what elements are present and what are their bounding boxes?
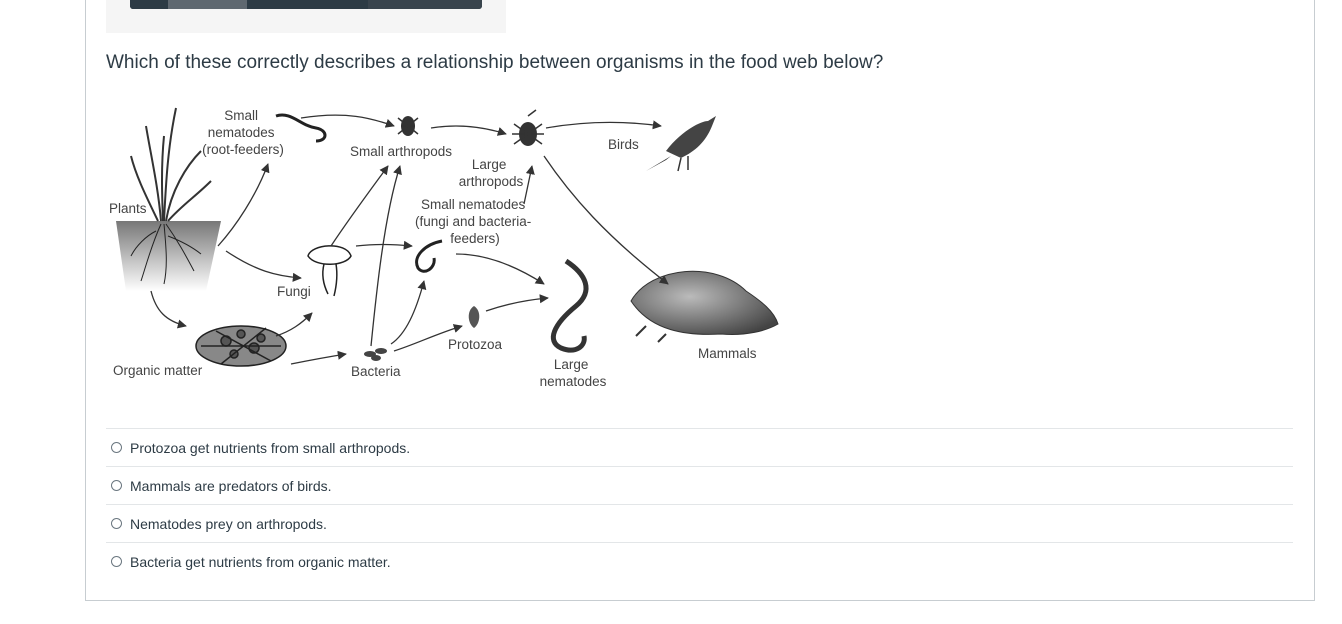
label-small-nematodes-root: Small nematodes (root-feeders) — [202, 108, 284, 157]
answer-option[interactable]: Protozoa get nutrients from small arthro… — [106, 428, 1293, 466]
label-birds: Birds — [608, 137, 639, 152]
answer-option[interactable]: Bacteria get nutrients from organic matt… — [106, 542, 1293, 580]
radio-button[interactable] — [111, 518, 122, 529]
protozoa-icon — [468, 306, 480, 328]
label-organic-matter: Organic matter — [113, 363, 203, 378]
plants-icon — [116, 107, 221, 291]
toolbar-segment[interactable] — [247, 0, 368, 9]
label-small-nematodes-fb: Small nematodes (fungi and bacteria- fee… — [415, 197, 535, 246]
label-fungi: Fungi — [277, 284, 311, 299]
food-web-diagram: Small nematodes (root-feeders) Small art… — [109, 107, 779, 389]
label-plants: Plants — [109, 201, 147, 216]
editor-toolbar — [130, 0, 482, 9]
answer-label: Protozoa get nutrients from small arthro… — [130, 439, 411, 456]
small-arthropod-icon — [397, 116, 419, 136]
question-text: Which of these correctly describes a rel… — [106, 52, 884, 73]
fungi-icon — [307, 245, 352, 297]
answer-option[interactable]: Nematodes prey on arthropods. — [106, 504, 1293, 542]
label-large-nematodes: Large nematodes — [540, 357, 607, 389]
radio-button[interactable] — [111, 442, 122, 453]
label-large-arthropods: Large arthropods — [459, 157, 524, 189]
bird-icon — [646, 116, 716, 172]
toolbar-segment[interactable] — [368, 0, 482, 9]
root-nematode-icon — [275, 113, 327, 143]
radio-button[interactable] — [111, 556, 122, 567]
label-bacteria: Bacteria — [351, 364, 401, 379]
large-nematode-icon — [550, 258, 589, 353]
label-small-arthropods: Small arthropods — [350, 144, 452, 159]
bacteria-icon — [364, 348, 387, 361]
answer-label: Bacteria get nutrients from organic matt… — [130, 553, 391, 570]
answer-option[interactable]: Mammals are predators of birds. — [106, 466, 1293, 504]
answer-list: Protozoa get nutrients from small arthro… — [106, 428, 1293, 580]
label-protozoa: Protozoa — [448, 337, 503, 352]
mammal-icon — [630, 270, 779, 343]
toolbar-segment[interactable] — [168, 0, 247, 9]
large-arthropod-icon — [512, 109, 544, 146]
fb-nematode-icon — [415, 239, 443, 273]
answer-label: Nematodes prey on arthropods. — [130, 515, 327, 532]
label-mammals: Mammals — [698, 346, 757, 361]
toolbar-segment[interactable] — [130, 0, 168, 9]
answer-label: Mammals are predators of birds. — [130, 477, 332, 494]
organic-matter-icon — [195, 325, 287, 367]
radio-button[interactable] — [111, 480, 122, 491]
